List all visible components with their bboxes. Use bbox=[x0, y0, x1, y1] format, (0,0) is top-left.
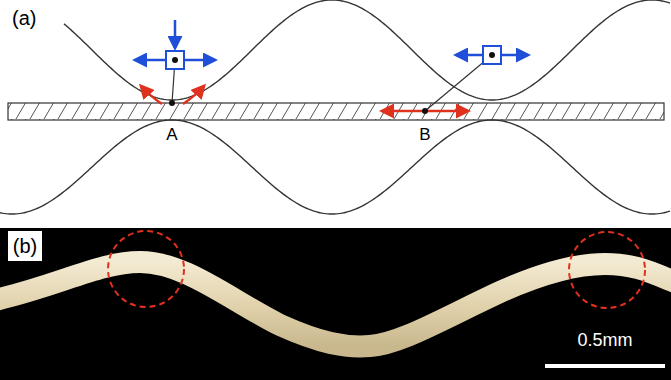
point-label: B bbox=[419, 126, 430, 143]
scale-bar bbox=[545, 364, 665, 368]
tool-square bbox=[483, 46, 501, 64]
point-label: A bbox=[166, 126, 177, 143]
highlight-circle bbox=[569, 232, 645, 308]
scale-label: 0.5mm bbox=[577, 331, 632, 349]
point-dot bbox=[169, 100, 175, 106]
sheet-strip bbox=[8, 103, 664, 120]
lower-die-curve bbox=[0, 120, 670, 214]
red-arrow bbox=[183, 86, 204, 104]
red-arrow bbox=[141, 86, 162, 104]
tool-square bbox=[166, 51, 184, 69]
panel-label: (b) bbox=[13, 236, 37, 256]
formed-strip bbox=[0, 262, 671, 346]
blue-arrow bbox=[174, 20, 177, 48]
point-dot bbox=[422, 108, 428, 114]
leader-line bbox=[425, 55, 492, 111]
point-dot bbox=[172, 57, 178, 63]
label-box bbox=[8, 231, 42, 261]
highlight-circle bbox=[108, 231, 184, 307]
point-dot bbox=[489, 52, 495, 58]
panel-label: (a) bbox=[12, 8, 36, 28]
micrograph-background bbox=[0, 228, 671, 380]
upper-die-curve bbox=[64, 0, 670, 100]
